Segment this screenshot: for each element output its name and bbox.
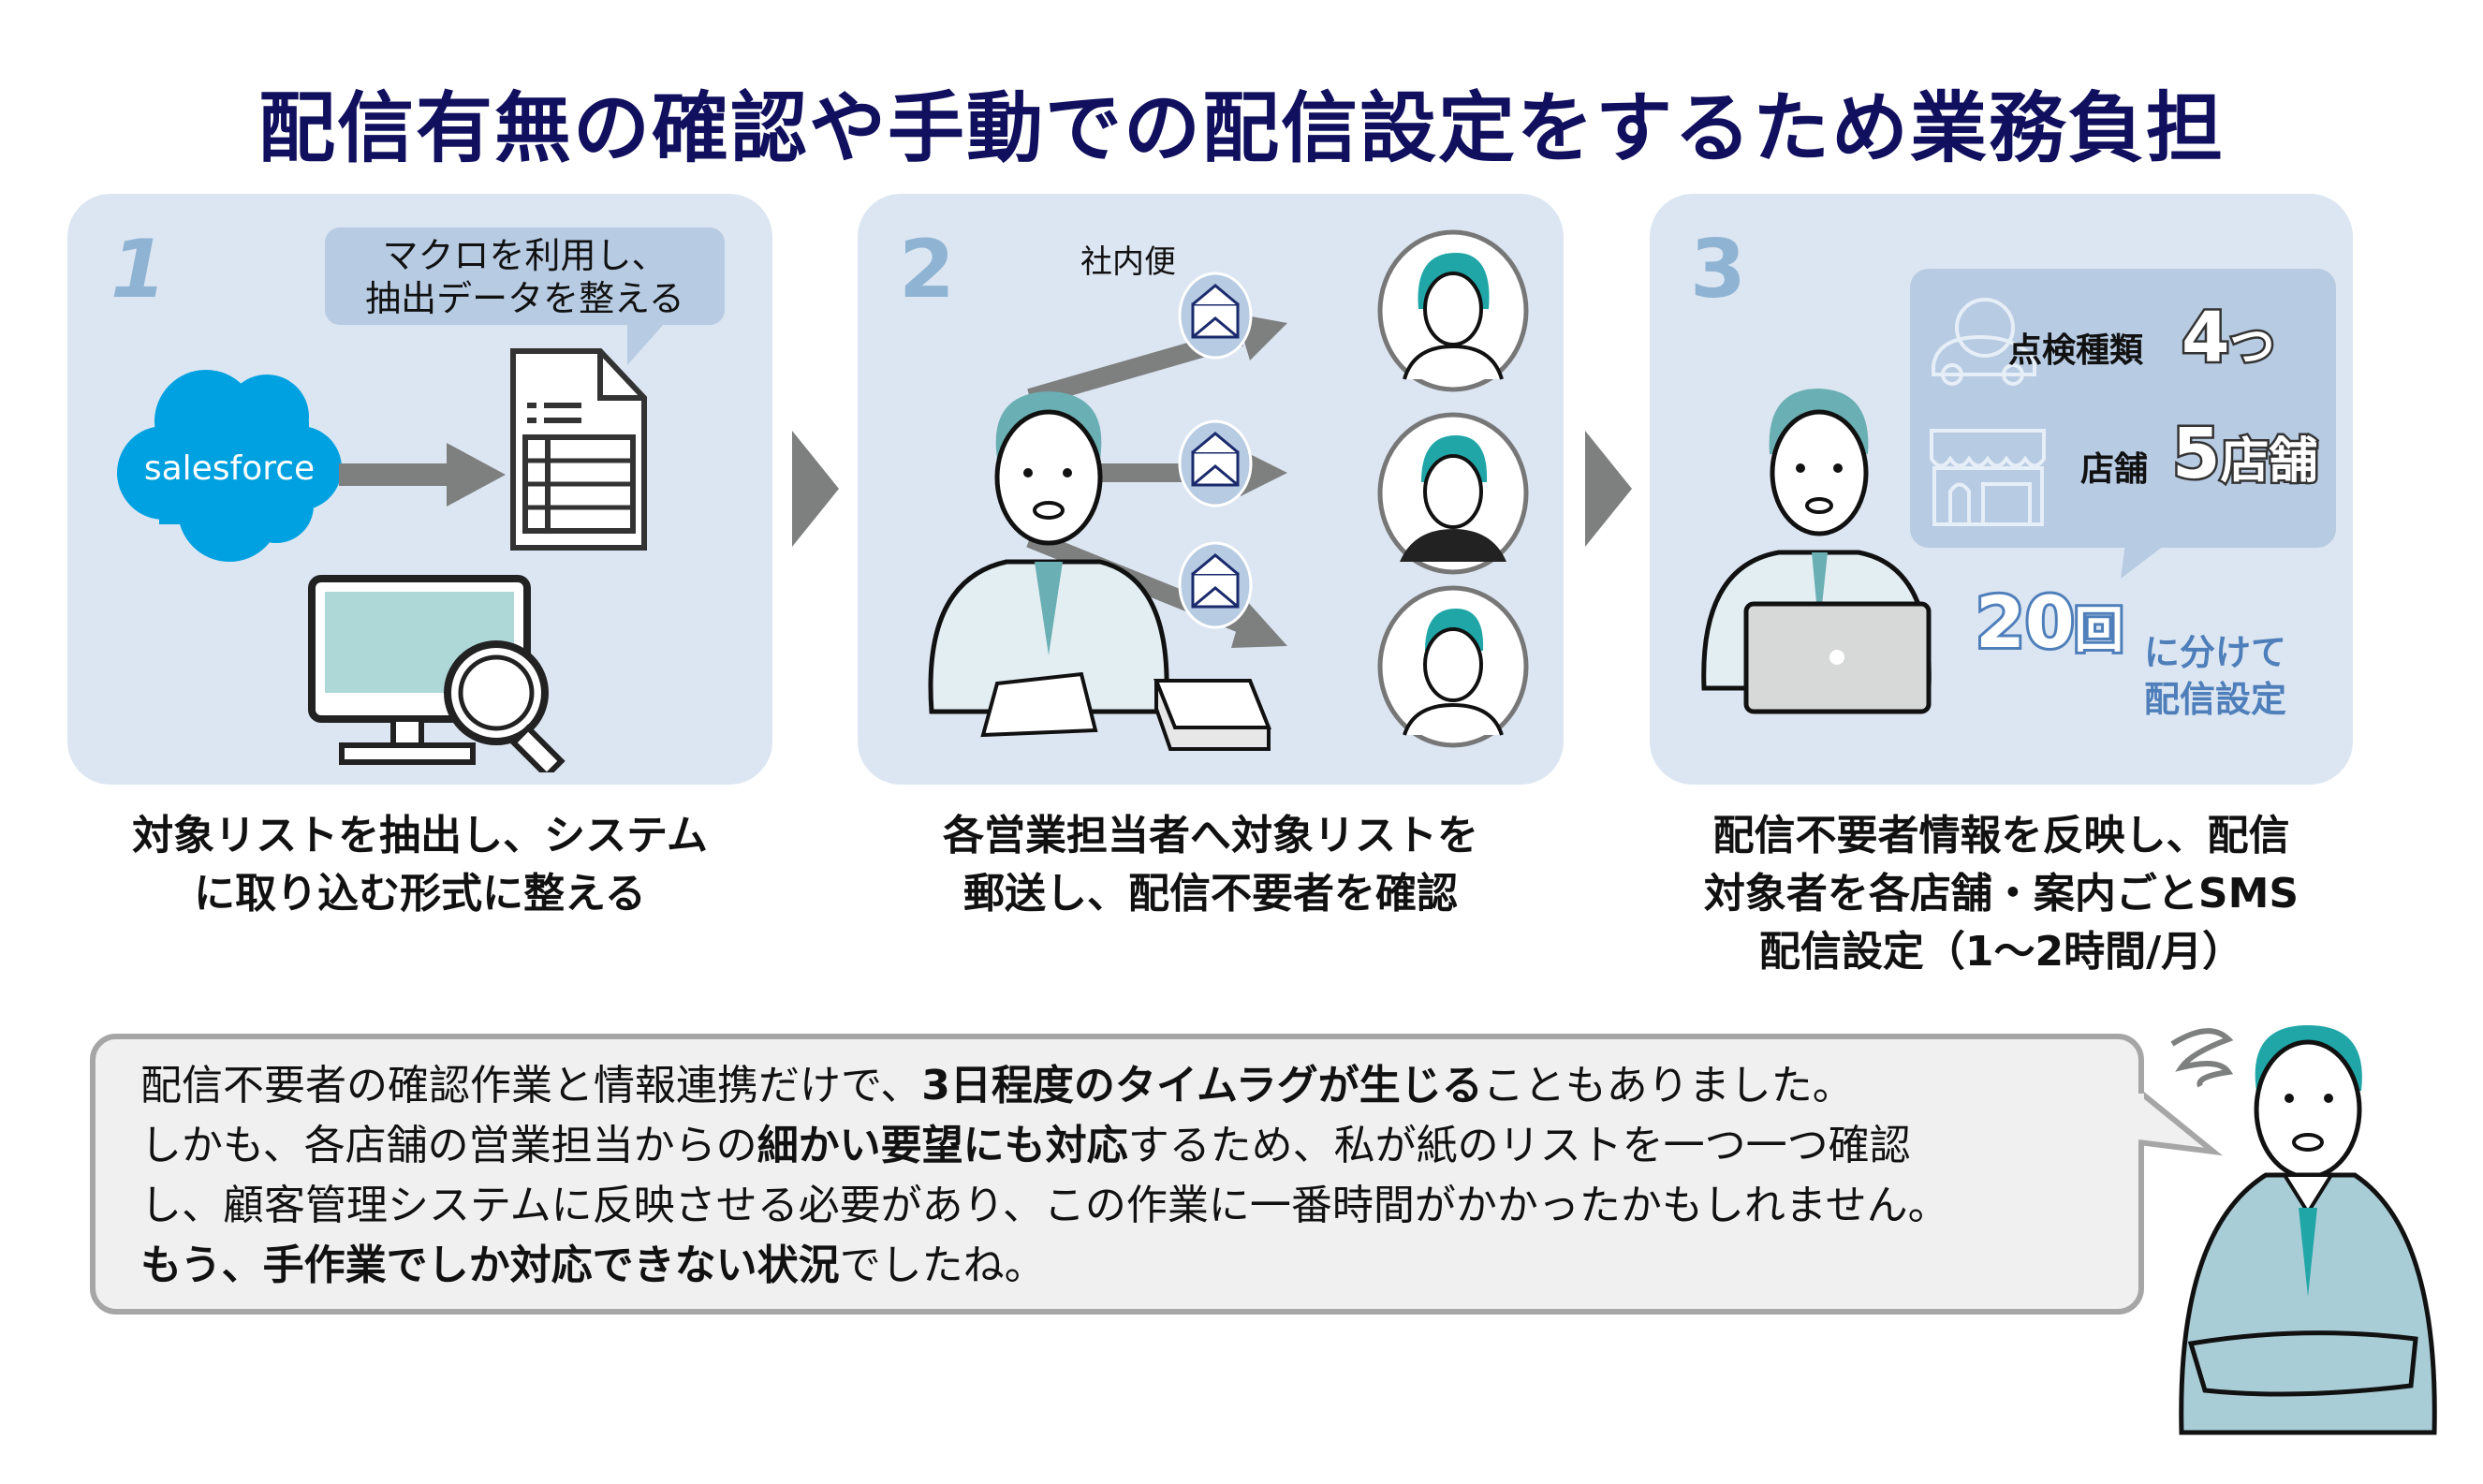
stores-unit: 店舗 — [2218, 432, 2320, 492]
inspection-types-value: 4つ — [2180, 296, 2277, 381]
stores-value: 5店舗 — [2170, 412, 2320, 497]
worried-man-icon — [928, 391, 1169, 738]
macro-line-1: マクロを利用し、 — [382, 235, 668, 276]
storefront-icon — [1930, 429, 2046, 526]
next-step-chevron-1 — [792, 431, 839, 547]
speech-bubble-tail — [2138, 1088, 2223, 1156]
testimonial-line: もう、手作業でしか対応できない状況でしたね。 — [140, 1242, 1046, 1289]
internal-mail-label: 社内便 — [1080, 243, 1176, 281]
salesforce-cloud-icon — [117, 370, 342, 562]
woman-avatar-icon — [1377, 412, 1529, 575]
inspection-types-label: 点検種類 — [2008, 331, 2144, 370]
step-1-macro-text: マクロを利用し、 抽出データを整える — [325, 234, 725, 320]
step-1-number: 1 — [110, 223, 167, 316]
car-gear-icon — [1932, 298, 2036, 386]
testimonial-line: しかも、各店舗の営業担当からの細かい要望にも対応するため、私が紙のリストを一つ一… — [140, 1122, 1911, 1169]
step-3-number: 3 — [1690, 223, 1746, 316]
paper-stack-icon — [1153, 679, 1271, 751]
step-3-caption-line-1: 配信不要者情報を反映し、配信 — [1712, 812, 2290, 860]
page-title: 配信有無の確認や手動での配信設定をするため業務負担 — [257, 84, 2225, 173]
salesforce-logo-text: salesforce — [143, 449, 316, 488]
stores-number: 5 — [2170, 412, 2223, 497]
step-3-stats-bubble — [1910, 269, 2336, 548]
envelope-icon — [1178, 541, 1253, 629]
worry-scribble-icon — [2170, 1028, 2234, 1088]
testimonial-speech-bubble — [90, 1034, 2144, 1315]
man-avatar-icon — [1377, 585, 1529, 748]
step-2-caption-line-1: 各営業担当者へ対象リストを — [943, 812, 1478, 860]
step-1-macro-bubble — [325, 228, 725, 325]
stores-label: 店舗 — [2080, 450, 2149, 489]
step-1-caption-line-2: に取り込む形式に整える — [194, 870, 646, 918]
inspection-types-unit: つ — [2227, 318, 2277, 375]
next-step-chevron-2 — [1585, 431, 1632, 547]
macro-line-2: 抽出データを整える — [365, 278, 684, 319]
delivery-count-note: に分けて 配信設定 — [2144, 629, 2286, 723]
monitor-icon — [308, 575, 566, 772]
worried-man-laptop-icon — [1701, 389, 1932, 714]
arrow-right-icon — [339, 443, 506, 507]
step-2-caption: 各営業担当者へ対象リストを 郵送し、配信不要者を確認 — [858, 807, 1564, 923]
spreadsheet-document-icon — [510, 348, 647, 551]
step-2-caption-line-2: 郵送し、配信不要者を確認 — [963, 870, 1458, 918]
step-2-number: 2 — [899, 223, 955, 316]
bubble-tail — [2121, 543, 2167, 579]
delivery-count-number: 20 — [1973, 578, 2078, 667]
delivery-count-note-line-1: に分けて — [2144, 632, 2287, 673]
step-1-caption: 対象リストを抽出し、システム に取り込む形式に整える — [67, 807, 772, 923]
delivery-count-unit: 回 — [2072, 600, 2126, 662]
step-3-caption: 配信不要者情報を反映し、配信 対象者を各店舗・案内ごとSMS 配信設定（1〜2時… — [1650, 807, 2353, 981]
envelope-icon — [1178, 419, 1253, 507]
envelope-icon — [1178, 272, 1253, 360]
delivery-count: 20回 — [1973, 578, 2126, 667]
worried-man-arms-crossed-icon — [2170, 1025, 2437, 1435]
step-3-caption-line-2: 対象者を各店舗・案内ごとSMS — [1703, 870, 2299, 918]
delivery-count-note-line-2: 配信設定 — [2144, 679, 2287, 720]
step-3-caption-line-3: 配信設定（1〜2時間/月） — [1758, 928, 2244, 976]
step-1-caption-line-1: 対象リストを抽出し、システム — [132, 812, 708, 860]
testimonial-text: 配信不要者の確認作業と情報連携だけで、3日程度のタイムラグが生じることもありまし… — [140, 1056, 2153, 1296]
magnifier-icon — [444, 640, 566, 772]
testimonial-line: し、顧客管理システムに反映させる必要があり、この作業に一番時間がかかったかもしれ… — [140, 1182, 1949, 1229]
woman-avatar-icon — [1377, 229, 1529, 392]
inspection-types-number: 4 — [2180, 296, 2232, 381]
bubble-tail — [627, 323, 665, 365]
testimonial-line: 配信不要者の確認作業と情報連携だけで、3日程度のタイムラグが生じることもありまし… — [140, 1062, 1854, 1109]
